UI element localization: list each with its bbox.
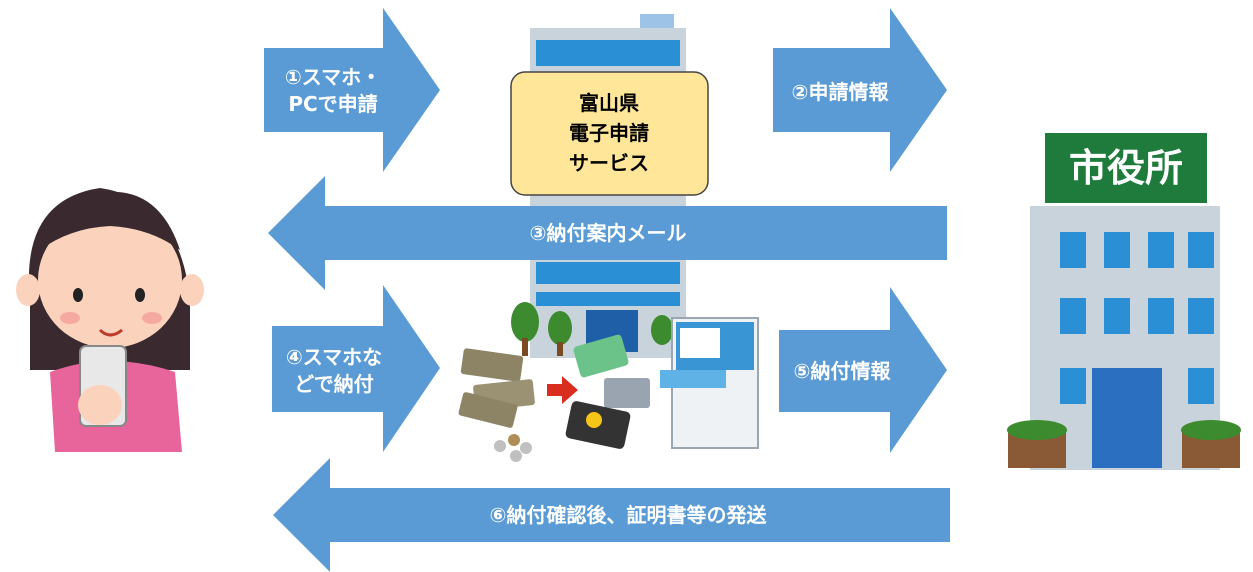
- service-box-line3: サービス: [569, 151, 649, 175]
- service-box-line2: 電子申請: [569, 121, 649, 145]
- arrow-step2: [773, 8, 947, 172]
- arrow-step1-line1: ①スマホ・: [285, 65, 381, 89]
- city-hall-illustration: [1007, 206, 1241, 470]
- arrow-step1-line2: PCで申請: [288, 92, 377, 116]
- arrow-step3: [268, 176, 947, 290]
- service-box-line1: 富山県: [579, 91, 639, 115]
- city-hall-sign: 市役所: [1043, 131, 1209, 205]
- arrow-step6: [273, 458, 950, 572]
- person-with-smartphone-illustration: [16, 188, 204, 452]
- arrow-step4-line1: ④スマホな: [286, 345, 382, 369]
- arrow-step5: [779, 287, 947, 453]
- service-box: 富山県 電子申請 サービス: [510, 71, 709, 196]
- arrow-step3-text: ③納付案内メール: [530, 221, 687, 245]
- arrow-step4-line2: どで納付: [294, 372, 374, 396]
- arrow-step2-text: ②申請情報: [792, 80, 890, 104]
- arrow-step1: [264, 8, 440, 172]
- arrow-step4: [272, 285, 440, 452]
- arrow-step5-text: ⑤納付情報: [794, 359, 892, 383]
- arrow-step6-text: ⑥納付確認後、証明書等の発送: [490, 503, 768, 527]
- city-hall-sign-text: 市役所: [1069, 146, 1183, 190]
- payment-methods-illustration: [458, 317, 759, 462]
